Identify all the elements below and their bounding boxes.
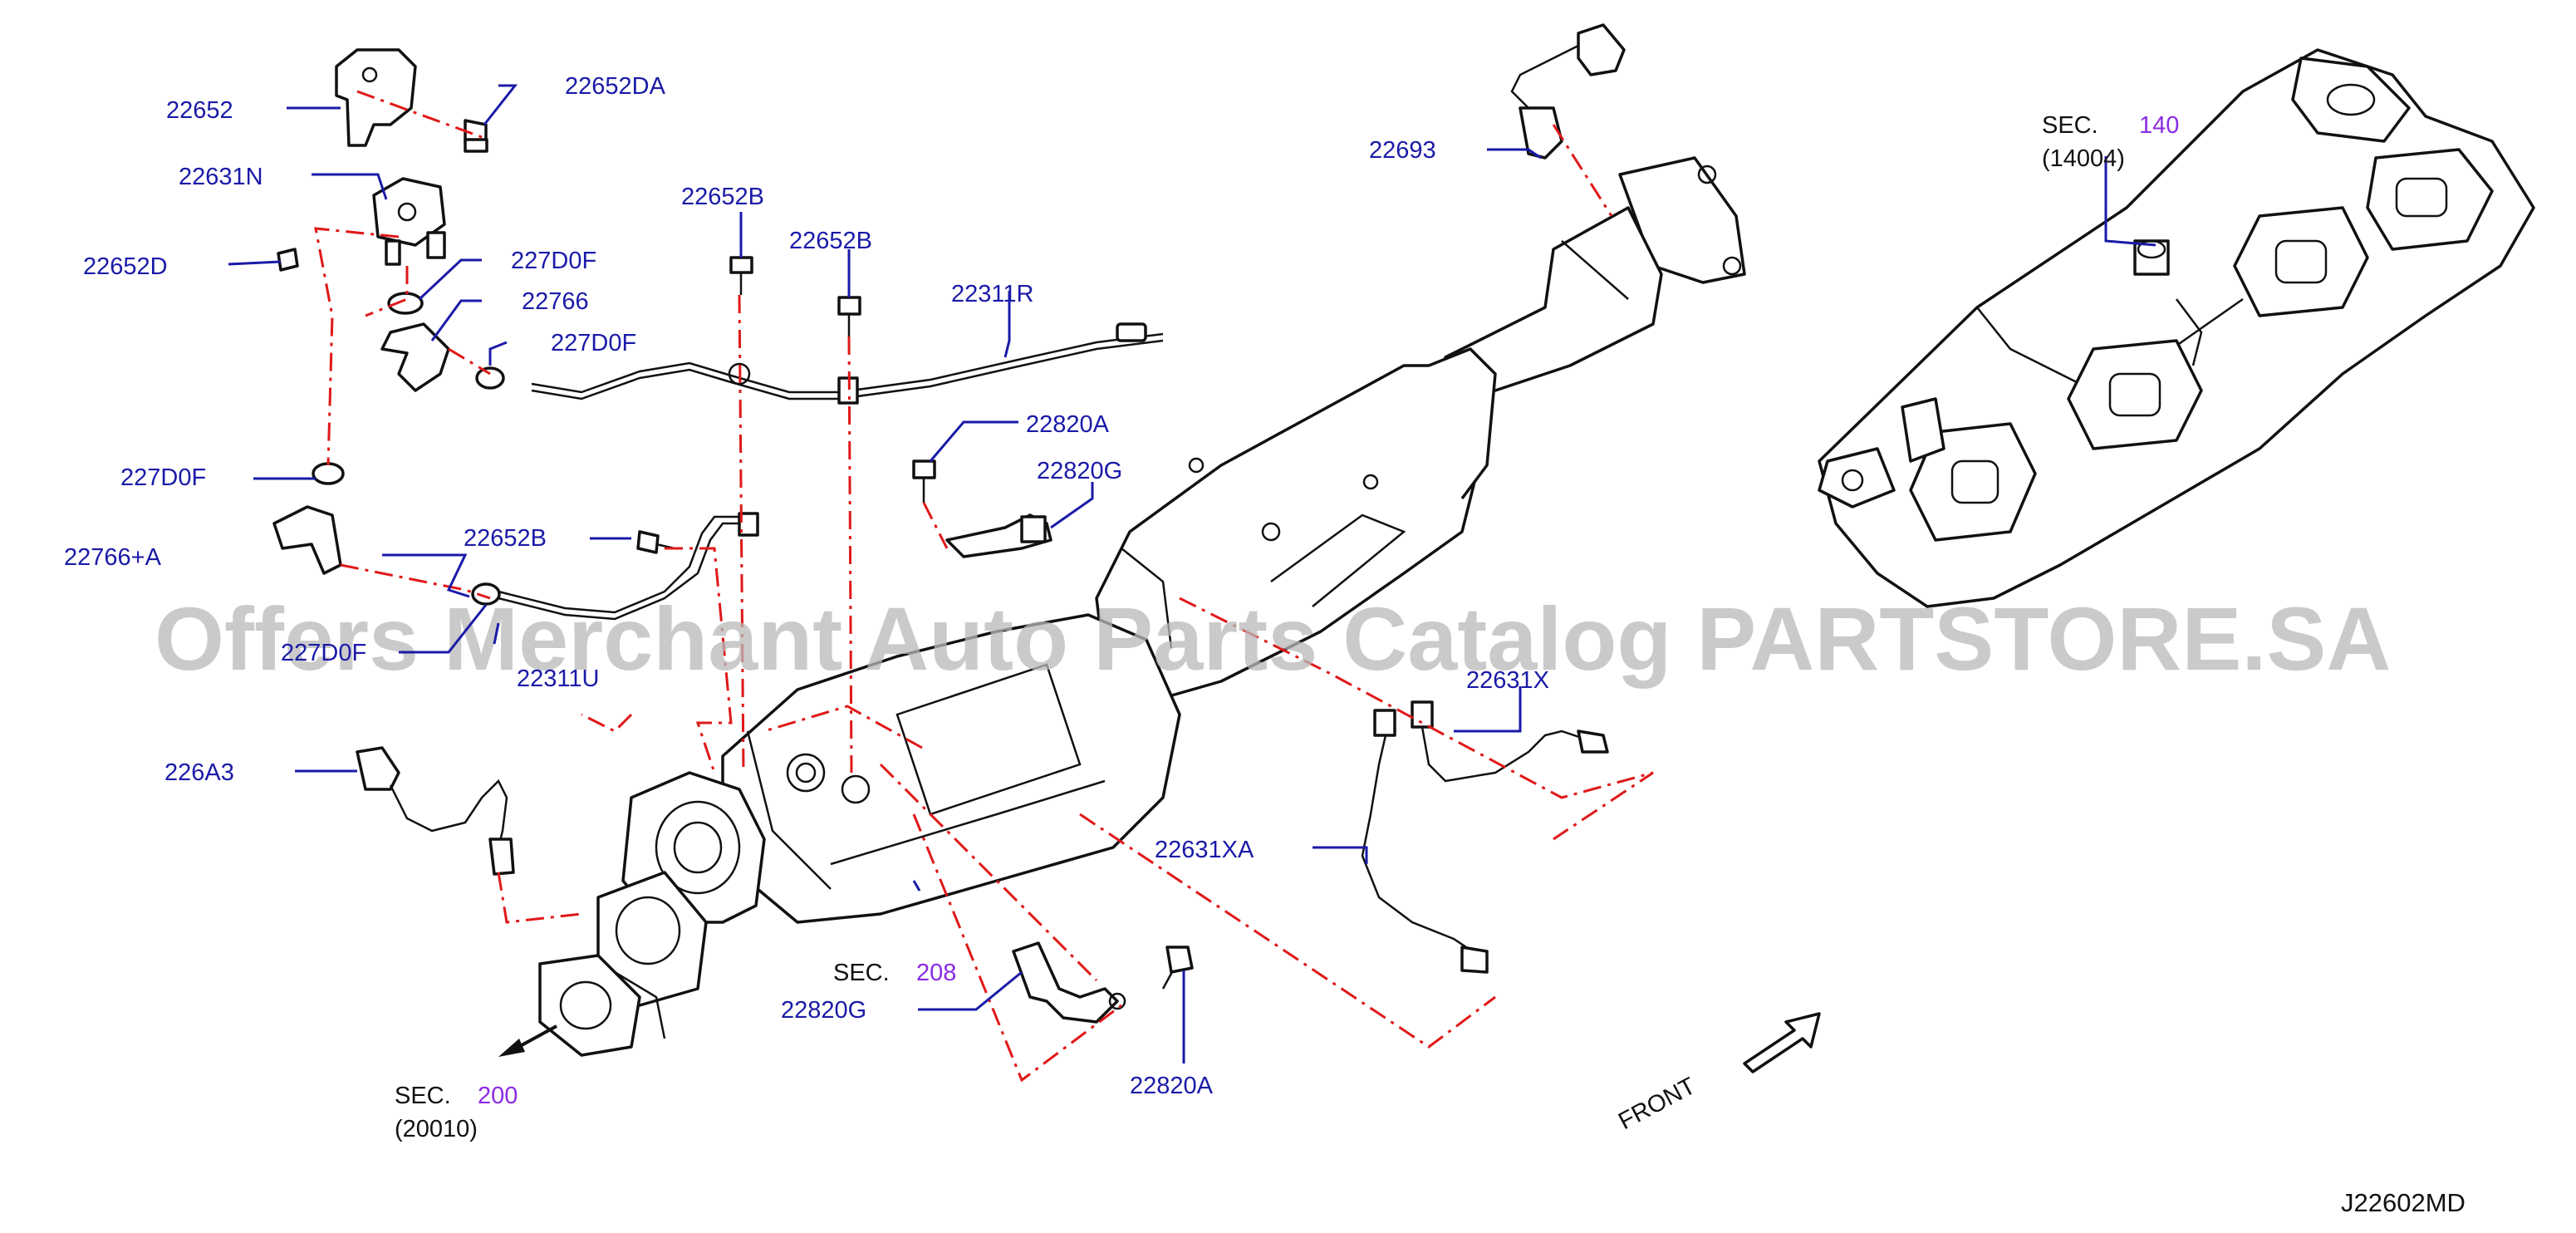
label-227D0F-a: 227D0F xyxy=(511,248,596,274)
hose-22766 xyxy=(272,292,505,606)
label-22693: 22693 xyxy=(1369,137,1436,164)
sensor-226A3 xyxy=(356,746,515,876)
sec-200-ref: SEC. 200 (20010) xyxy=(395,1083,518,1142)
sec-140-ref: SEC. 140 (14004) xyxy=(2042,112,2179,172)
sec-140-prefix: SEC. xyxy=(2042,112,2098,139)
front-label: FRONT xyxy=(1614,1073,1700,1135)
sec-208-ref: SEC. 208 xyxy=(833,960,956,986)
label-22652B-b: 22652B xyxy=(789,228,872,254)
sensor-22631N xyxy=(277,177,446,272)
assembly-lines xyxy=(314,90,1654,1083)
sec-140-code: (14004) xyxy=(2042,145,2125,172)
diagram-code: J22602MD xyxy=(2341,1188,2466,1217)
label-22652D: 22652D xyxy=(83,253,168,280)
label-22820A-top: 22820A xyxy=(1026,411,1110,438)
label-22631X: 22631X xyxy=(1466,667,1549,694)
sec-208-number: 208 xyxy=(916,960,956,986)
bolts xyxy=(636,256,1194,990)
label-22652B-a: 22652B xyxy=(681,184,764,210)
label-22820A-bot: 22820A xyxy=(1130,1073,1214,1099)
label-22311R: 22311R xyxy=(951,281,1033,307)
bracket-22652 xyxy=(335,48,488,153)
catalyst-assembly xyxy=(538,156,1746,1057)
label-22766: 22766 xyxy=(522,288,589,315)
label-226A3: 226A3 xyxy=(164,759,234,786)
sec-200-number: 200 xyxy=(478,1083,518,1109)
watermark-text: Offers Merchant Auto Parts Catalog PARTS… xyxy=(155,588,2391,689)
label-227D0F-b: 227D0F xyxy=(551,330,636,356)
sec-140-number: 140 xyxy=(2139,112,2179,139)
front-arrow xyxy=(1743,1012,1821,1073)
label-22311U: 22311U xyxy=(517,666,599,692)
label-227D0F-c: 227D0F xyxy=(120,464,206,491)
sec-200-code: (20010) xyxy=(395,1116,478,1142)
label-22652B-c: 22652B xyxy=(464,525,547,552)
tube-22311U xyxy=(498,512,759,621)
label-22820G-bot: 22820G xyxy=(781,997,866,1024)
label-22652: 22652 xyxy=(166,97,233,124)
sec-208-prefix: SEC. xyxy=(833,960,890,986)
line-art xyxy=(272,23,2535,1073)
label-22631XA: 22631XA xyxy=(1155,837,1254,863)
label-22652DA: 22652DA xyxy=(565,73,666,100)
sensor-22631X xyxy=(1361,700,1609,974)
part-labels: 22652 22652DA 22631N 22652D 227D0F 22766… xyxy=(64,73,1549,1099)
section-refs: SEC. 140 (14004) SEC. 208 SEC. 200 (2001… xyxy=(395,112,2179,1142)
label-22766A: 22766+A xyxy=(64,544,162,571)
leader-lines xyxy=(228,84,2156,1064)
exhaust-manifold xyxy=(1818,48,2535,608)
tube-22311R xyxy=(531,322,1164,405)
bracket-22820G xyxy=(945,513,1126,1024)
label-22631N: 22631N xyxy=(179,164,263,190)
sec200-arrow xyxy=(498,1024,557,1057)
label-227D0F-d: 227D0F xyxy=(281,640,366,666)
sec-200-prefix: SEC. xyxy=(395,1083,451,1109)
label-22820G-top: 22820G xyxy=(1037,458,1122,484)
sensor-22693 xyxy=(1510,23,1626,160)
